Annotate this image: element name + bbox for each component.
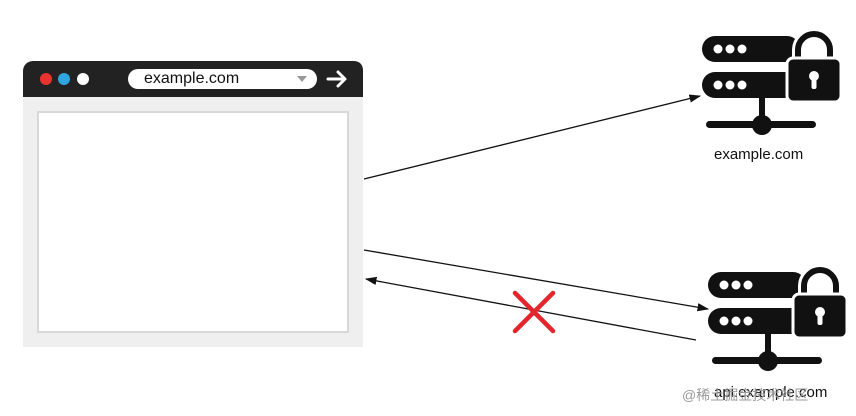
server-label-api-example-com: api.example.com: [714, 384, 828, 401]
locked-server-icon: [702, 28, 840, 135]
minimize-window-dot[interactable]: [58, 73, 70, 85]
page-content-area[interactable]: [37, 111, 349, 333]
chevron-down-icon[interactable]: [297, 76, 307, 82]
locked-server-icon: [708, 264, 846, 371]
browser-window: example.com: [23, 61, 363, 347]
browser-title-bar: example.com: [23, 61, 363, 97]
arrow-browser-to-api-example-com: [363, 249, 710, 312]
arrow-browser-to-example-com: [363, 94, 702, 180]
address-bar-url: example.com: [144, 70, 240, 87]
go-arrow-icon[interactable]: [325, 67, 349, 91]
browser-viewport: [23, 97, 363, 347]
maximize-window-dot[interactable]: [77, 73, 89, 85]
watermark: @稀土掘金技术社区: [682, 387, 809, 403]
close-window-dot[interactable]: [40, 73, 52, 85]
blocked-x-icon: [512, 290, 556, 334]
address-bar[interactable]: example.com: [128, 69, 317, 89]
server-label-example-com: example.com: [714, 146, 804, 163]
